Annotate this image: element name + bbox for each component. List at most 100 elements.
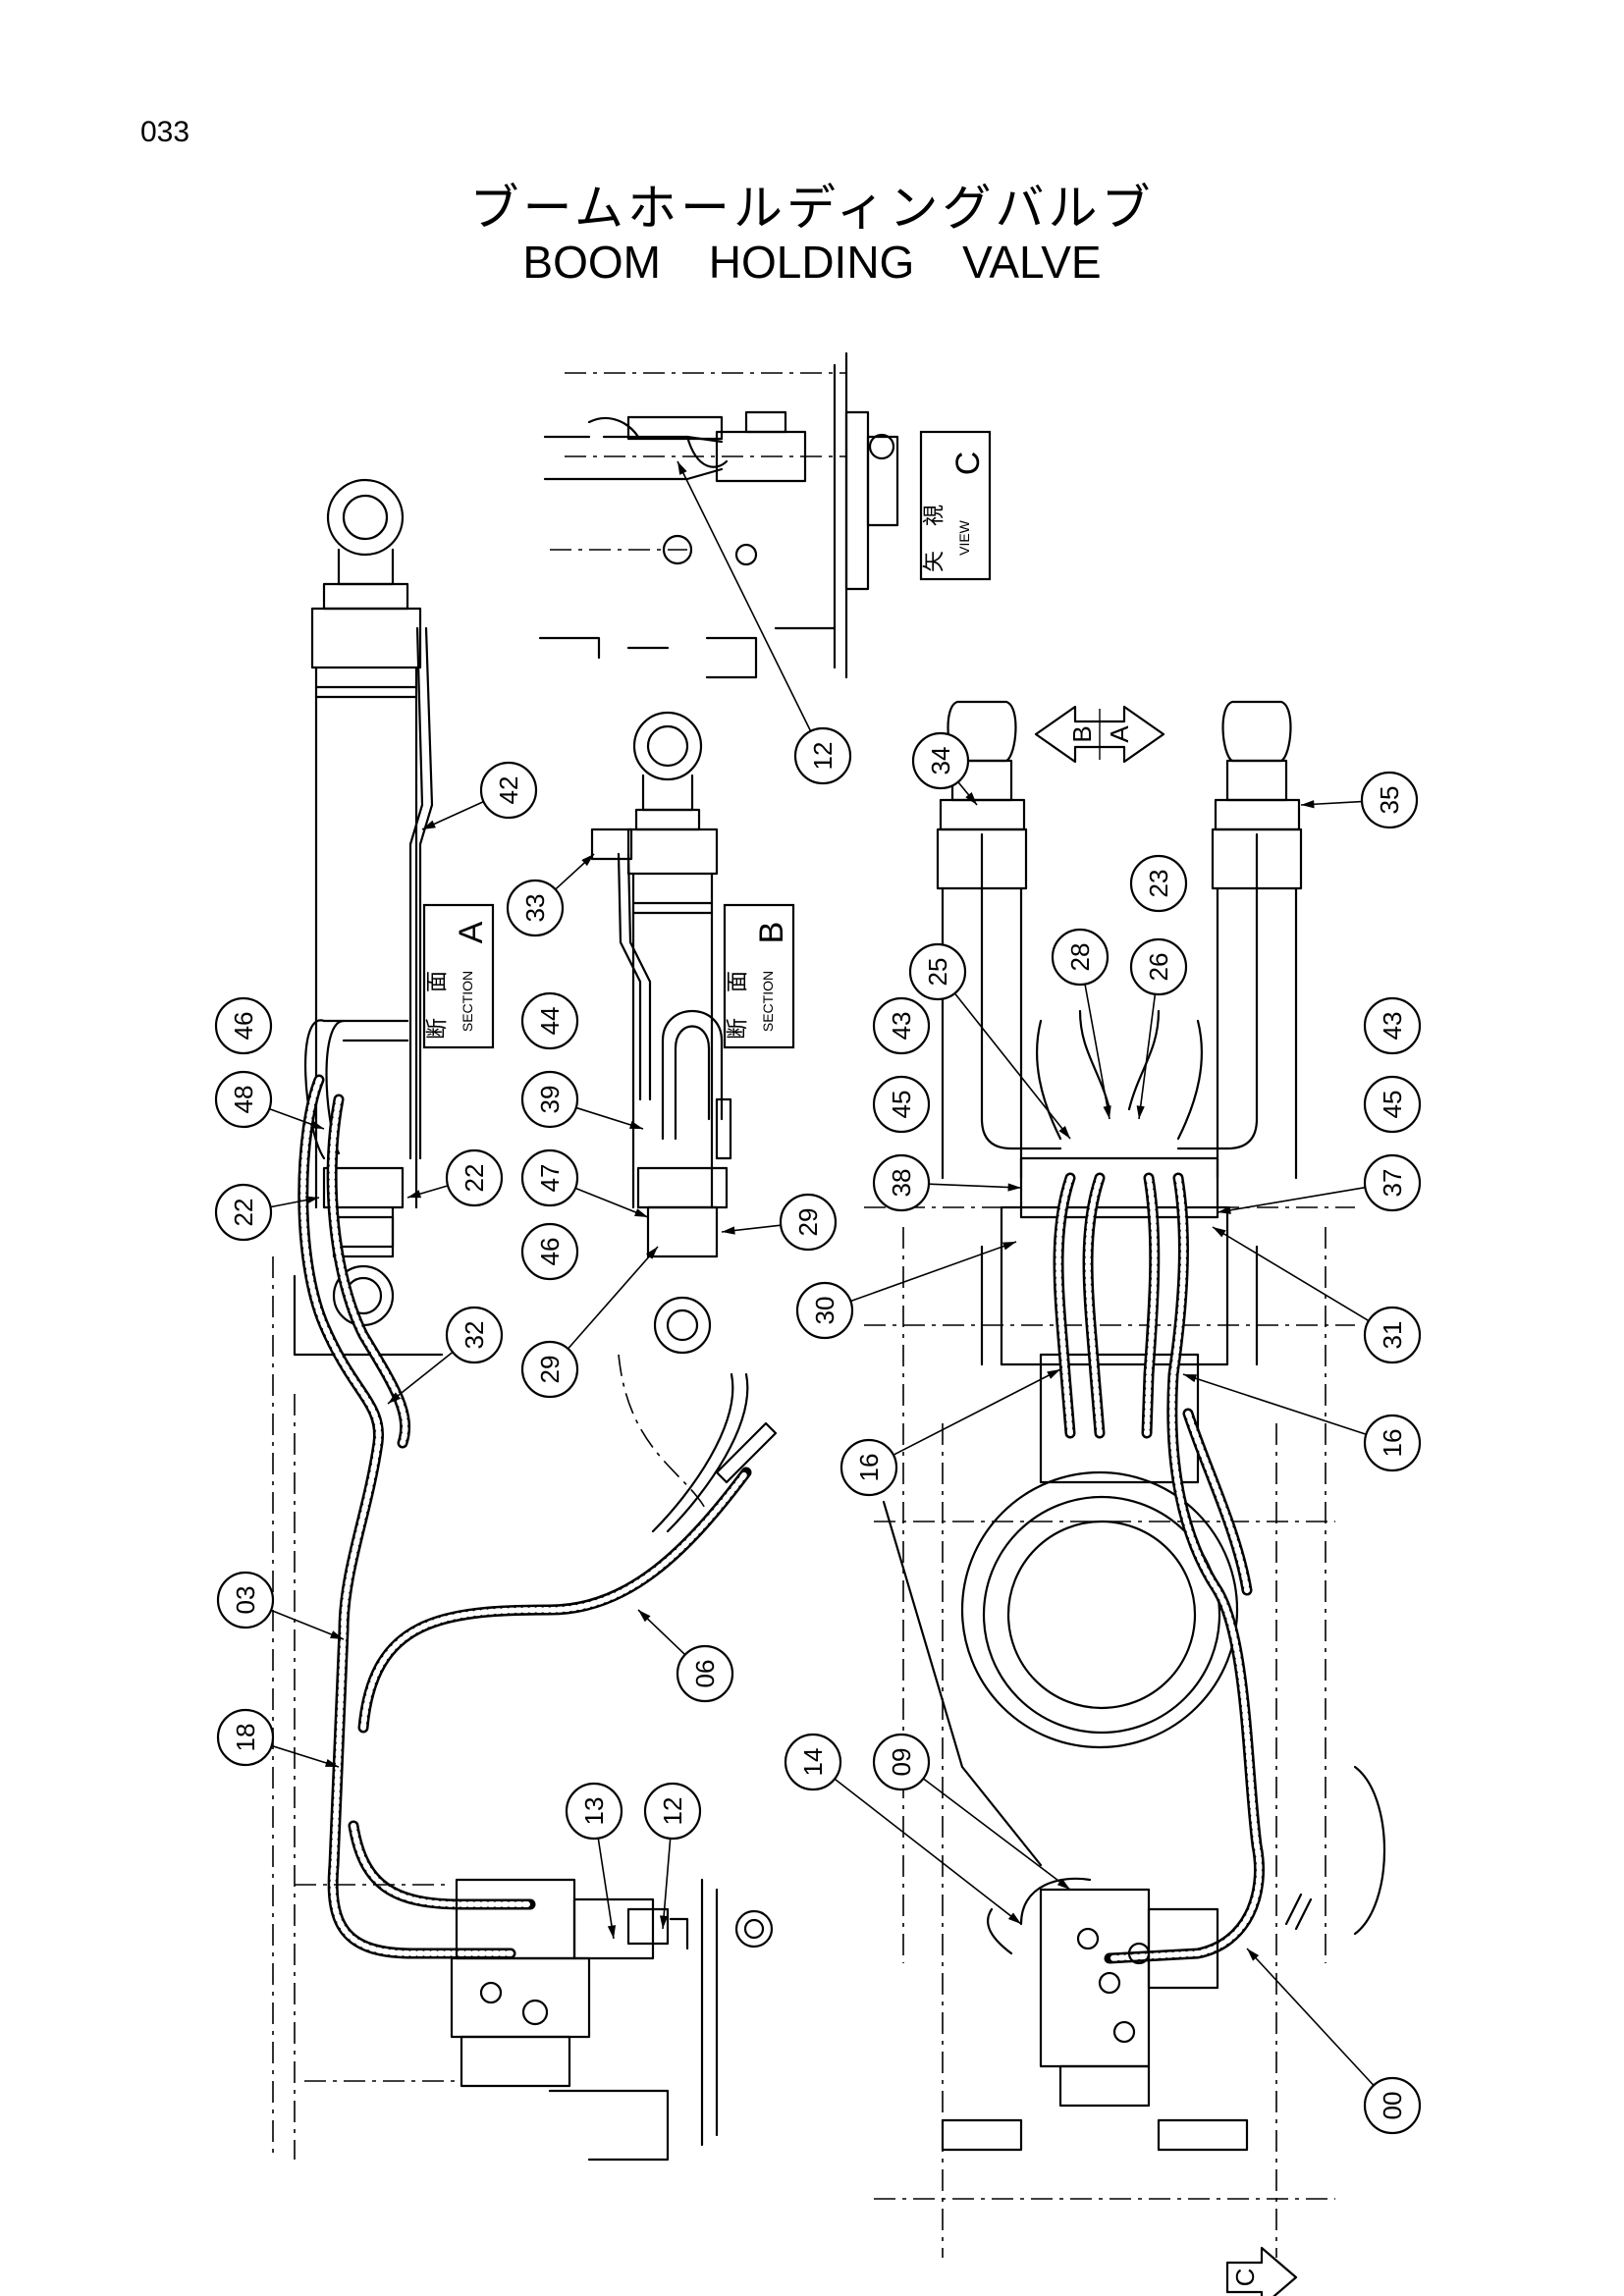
callout-arrowhead	[677, 461, 687, 475]
callout-arrowhead	[1002, 1242, 1016, 1251]
callout-34: 34	[911, 731, 978, 806]
callout-number: 29	[793, 1208, 823, 1237]
callout-arrowhead	[1247, 1949, 1260, 1961]
callout-45: 45	[872, 1075, 931, 1134]
callout-bubble	[1129, 854, 1188, 913]
callout-bubble	[214, 996, 273, 1055]
callout-number: 35	[1375, 786, 1404, 815]
callout-arrowhead	[310, 1120, 324, 1129]
callout-arrowhead	[1213, 1227, 1226, 1238]
callout-number: 31	[1378, 1321, 1407, 1350]
callout-arrowhead	[407, 1190, 421, 1199]
callout-leader	[1182, 1373, 1367, 1436]
callout-12: 12	[677, 460, 852, 785]
callout-arrowhead	[965, 792, 977, 805]
callout-number: 25	[923, 958, 952, 987]
callout-leader	[928, 1183, 1022, 1189]
control-valve-left	[295, 1878, 774, 2162]
direction-label-a: A	[1105, 725, 1134, 743]
callout-bubble	[520, 1222, 579, 1281]
callout-number: 43	[1378, 1012, 1407, 1041]
callout-number: 22	[229, 1199, 258, 1227]
callout-43: 43	[1363, 996, 1422, 1055]
section-label-a: 面 断 SECTION A	[422, 903, 495, 1049]
callout-arrowhead	[1007, 1183, 1021, 1192]
callout-46: 46	[214, 996, 273, 1055]
callout-47: 47	[520, 1148, 649, 1218]
section-b-kanji-1: 断	[727, 1018, 751, 1040]
view-c-letter: C	[949, 452, 987, 476]
callout-37: 37	[1217, 1153, 1422, 1214]
callout-bubble	[839, 1438, 898, 1497]
callout-number: 43	[887, 1012, 916, 1041]
callout-leader	[1084, 984, 1110, 1120]
callout-bubble	[872, 1733, 931, 1791]
callout-bubble	[445, 1148, 504, 1207]
callout-12: 12	[643, 1782, 702, 1930]
callout-bubble	[1363, 1414, 1422, 1472]
callout-22: 22	[406, 1148, 504, 1207]
callout-leader	[953, 992, 1071, 1140]
callout-leader	[1138, 993, 1157, 1120]
callout-bubble	[1363, 1075, 1422, 1134]
callout-35: 35	[1300, 771, 1419, 829]
callout-number: 03	[231, 1586, 260, 1615]
callout-bubble	[1360, 771, 1419, 829]
callout-44: 44	[520, 991, 579, 1050]
callout-number: 13	[579, 1797, 609, 1826]
view-c-kanji-1: 矢	[923, 551, 947, 572]
callout-number: 30	[810, 1297, 839, 1325]
direction-label-b: B	[1067, 725, 1097, 742]
callout-leader	[834, 1778, 1022, 1925]
callout-leader	[677, 460, 812, 732]
callout-18: 18	[216, 1708, 340, 1768]
callout-25: 25	[908, 942, 1071, 1140]
callout-arrowhead	[1103, 1105, 1111, 1119]
callout-number: 45	[887, 1091, 916, 1119]
section-b-kanji-2: 面	[727, 971, 751, 992]
callout-number: 48	[229, 1086, 258, 1114]
callout-arrowhead	[422, 820, 436, 829]
control-valve-right	[941, 1877, 1249, 2152]
callout-bubble	[479, 761, 538, 820]
callout-arrowhead	[659, 1915, 669, 1929]
callout-number: 46	[229, 1012, 258, 1041]
callout-arrowhead	[1047, 1369, 1060, 1379]
callout-39: 39	[520, 1070, 644, 1130]
view-c-marker: C	[1225, 2246, 1298, 2296]
view-c-marker-label: C	[1230, 2269, 1260, 2287]
callout-arrowhead	[305, 1196, 319, 1204]
callout-22: 22	[214, 1183, 320, 1242]
page-title-japanese: ブームホールディングバルブ	[469, 180, 1155, 237]
callout-bubble	[520, 1340, 579, 1399]
callout-number: 14	[798, 1748, 828, 1777]
callout-29: 29	[721, 1193, 838, 1252]
section-a-letter: A	[453, 921, 490, 943]
callout-number: 28	[1065, 943, 1095, 972]
callout-00: 00	[1246, 1948, 1422, 2135]
callout-leader	[893, 1368, 1061, 1456]
callout-leader	[597, 1838, 615, 1940]
callout-bubble	[214, 1183, 273, 1242]
callout-45: 45	[1363, 1075, 1422, 1134]
section-a-kanji-1: 断	[426, 1018, 451, 1040]
callout-bubble	[1363, 996, 1422, 1055]
callout-arrowhead	[1183, 1374, 1197, 1383]
callout-bubble	[911, 731, 970, 790]
callout-bubble	[506, 879, 565, 937]
callout-arrowhead	[607, 1925, 617, 1939]
callout-number: 00	[1378, 2092, 1407, 2120]
callout-bubble	[1363, 1306, 1422, 1364]
callout-bubble	[520, 1070, 579, 1129]
callout-leader	[922, 1778, 1071, 1891]
callout-16: 16	[1182, 1373, 1422, 1472]
callout-arrowhead	[638, 1610, 651, 1623]
callout-number: 39	[535, 1086, 565, 1114]
callout-leader	[567, 1246, 659, 1350]
callout-09: 09	[872, 1733, 1071, 1891]
callout-bubble	[872, 996, 931, 1055]
callout-arrowhead	[1056, 1878, 1070, 1890]
callout-bubble	[1363, 1153, 1422, 1212]
page-number: 033	[140, 116, 190, 148]
